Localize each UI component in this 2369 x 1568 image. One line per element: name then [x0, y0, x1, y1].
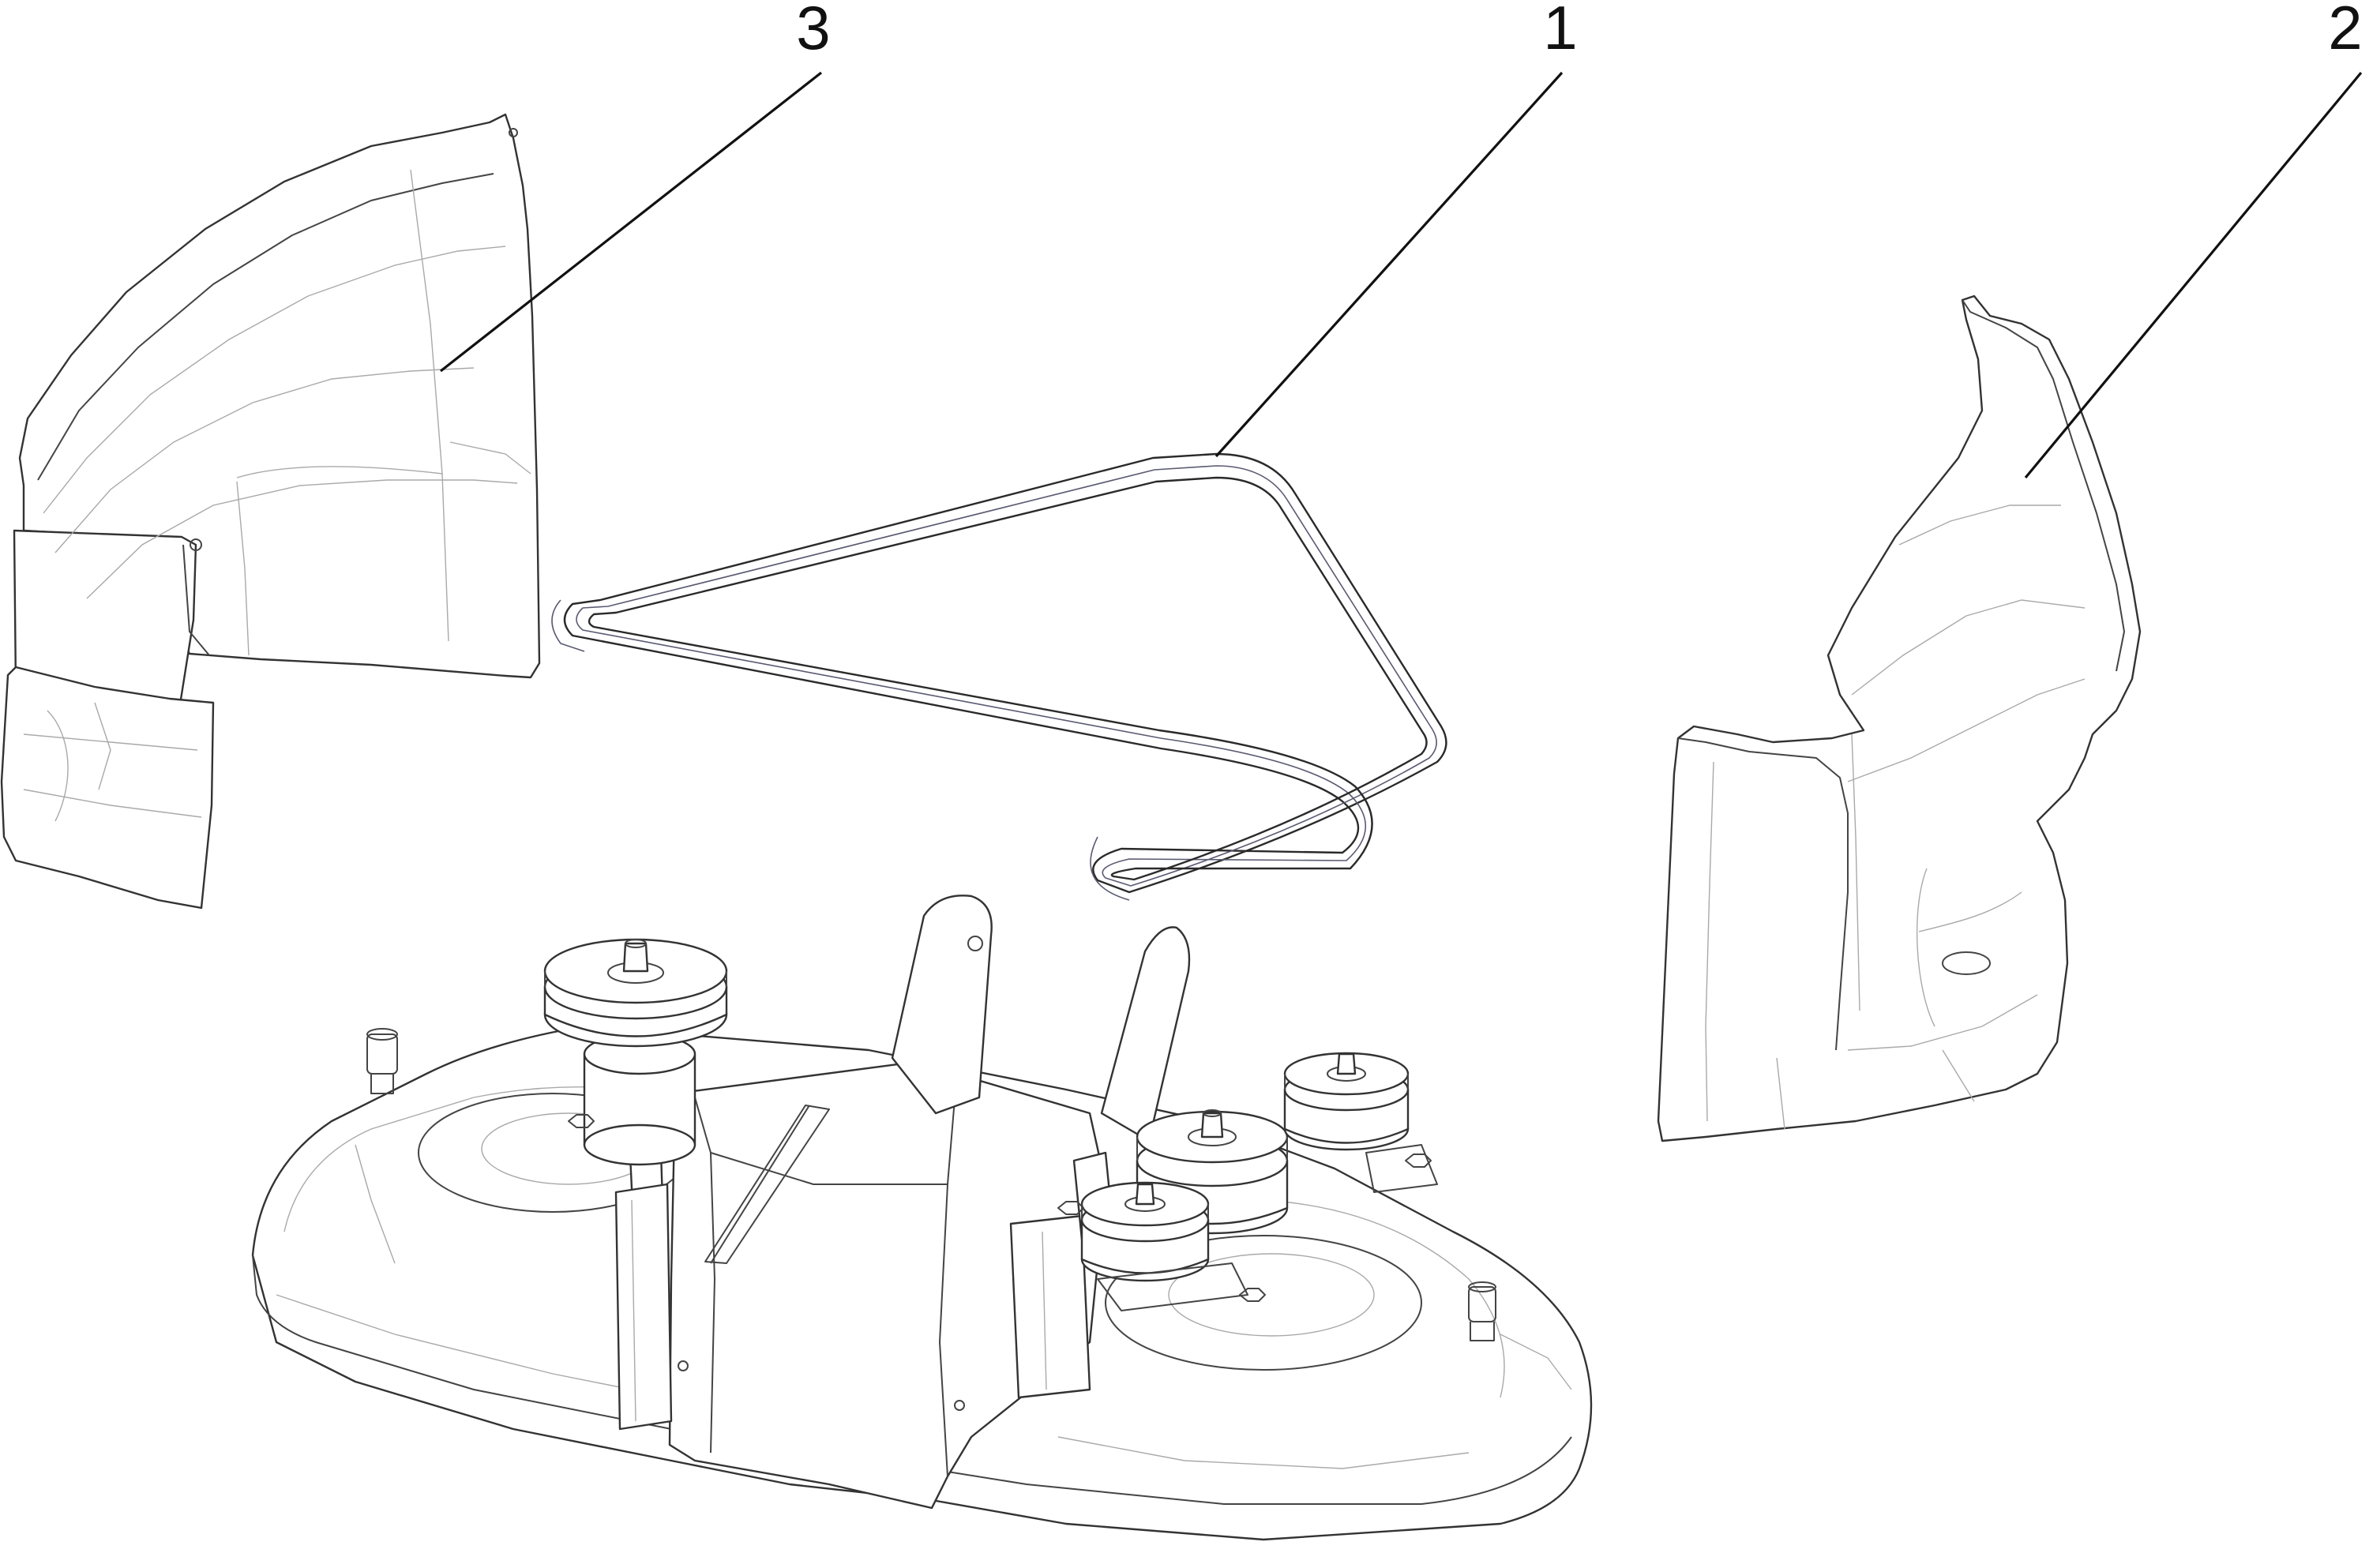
callout-number-1: 1 [1543, 0, 1577, 62]
callout-1: 1 [1215, 0, 1578, 458]
idler-pulley-lower [1080, 1181, 1248, 1311]
callout-3: 3 [440, 0, 831, 373]
callout-2: 2 [2024, 0, 2363, 479]
left-spindle-pulley [543, 938, 728, 1166]
idler-pulley-upper [1283, 1052, 1438, 1193]
callout-number-2: 2 [2328, 0, 2362, 62]
callout-number-3: 3 [796, 0, 830, 62]
mower-deck-assembly [251, 895, 1593, 1541]
part-1-drive-belt [551, 452, 1447, 901]
part-3-left-discharge-shield [0, 113, 541, 910]
part-2-right-discharge-shield [1657, 294, 2142, 1142]
